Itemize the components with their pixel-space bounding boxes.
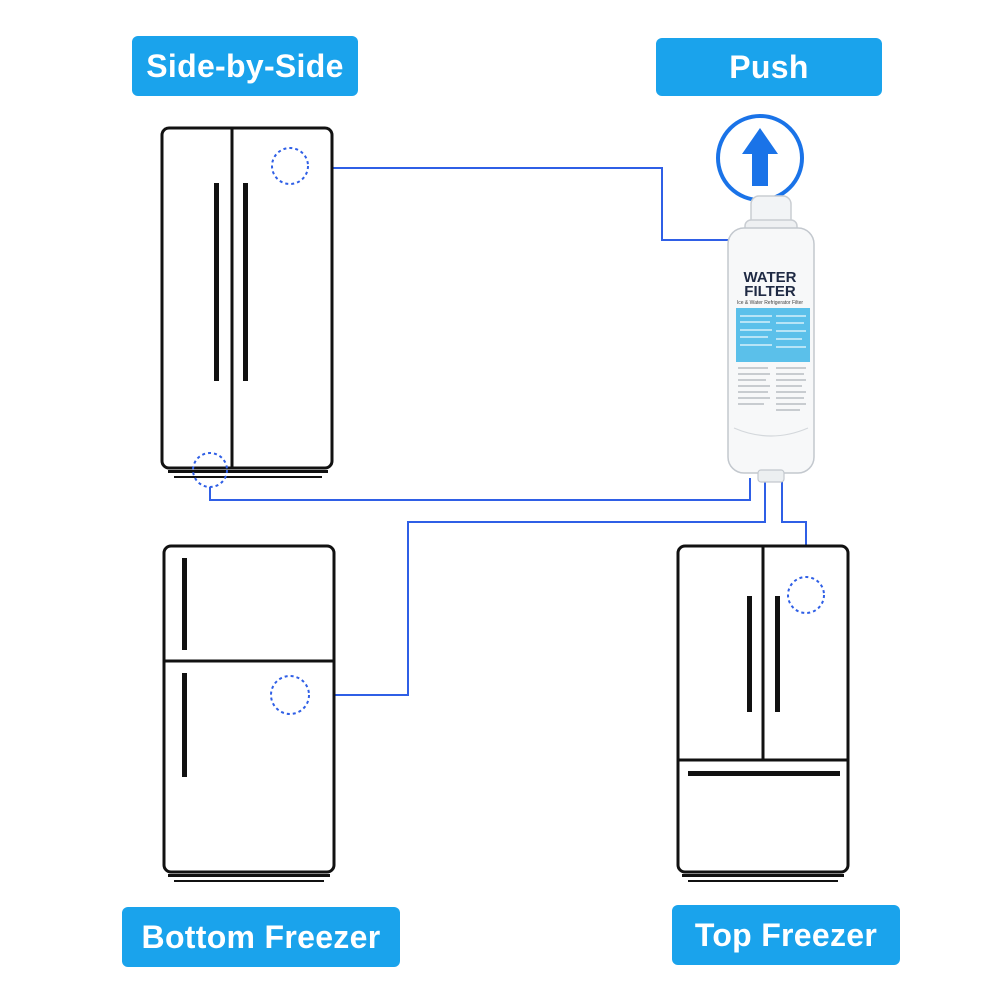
filter-title-line1: WATER [743, 269, 796, 286]
push-arrow-icon [716, 114, 804, 202]
fridge-side-by-side [160, 126, 334, 488]
label-push: Push [656, 38, 882, 96]
label-top-freezer: Top Freezer [672, 905, 900, 965]
label-bottom-freezer: Bottom Freezer [122, 907, 400, 967]
filter-subtitle: Ice & Water Refrigerator Filter [737, 300, 804, 306]
filter-title-line2: FILTER [744, 283, 796, 300]
line-side-by-side-top [310, 167, 735, 241]
handle-left [214, 183, 219, 381]
filter-location-marker [192, 452, 228, 488]
line-side-by-side-bottom [209, 478, 751, 501]
handle-right [775, 596, 780, 712]
line-bottom-freezer [310, 478, 766, 696]
handle-right [243, 183, 248, 381]
fridge-bottom-freezer [162, 544, 336, 882]
handle-bottom [182, 673, 187, 777]
filter-location-marker [271, 147, 309, 185]
handle-top [182, 558, 187, 650]
fridge-top-freezer [676, 544, 850, 882]
handle-left [747, 596, 752, 712]
label-side-by-side: Side-by-Side [132, 36, 358, 96]
water-filter-cartridge: WATER FILTER Ice & Water Refrigerator Fi… [727, 195, 815, 483]
filter-location-marker [787, 576, 825, 614]
filter-location-marker [270, 675, 310, 715]
connection-lines [209, 167, 807, 696]
drawer-handle [688, 771, 840, 776]
